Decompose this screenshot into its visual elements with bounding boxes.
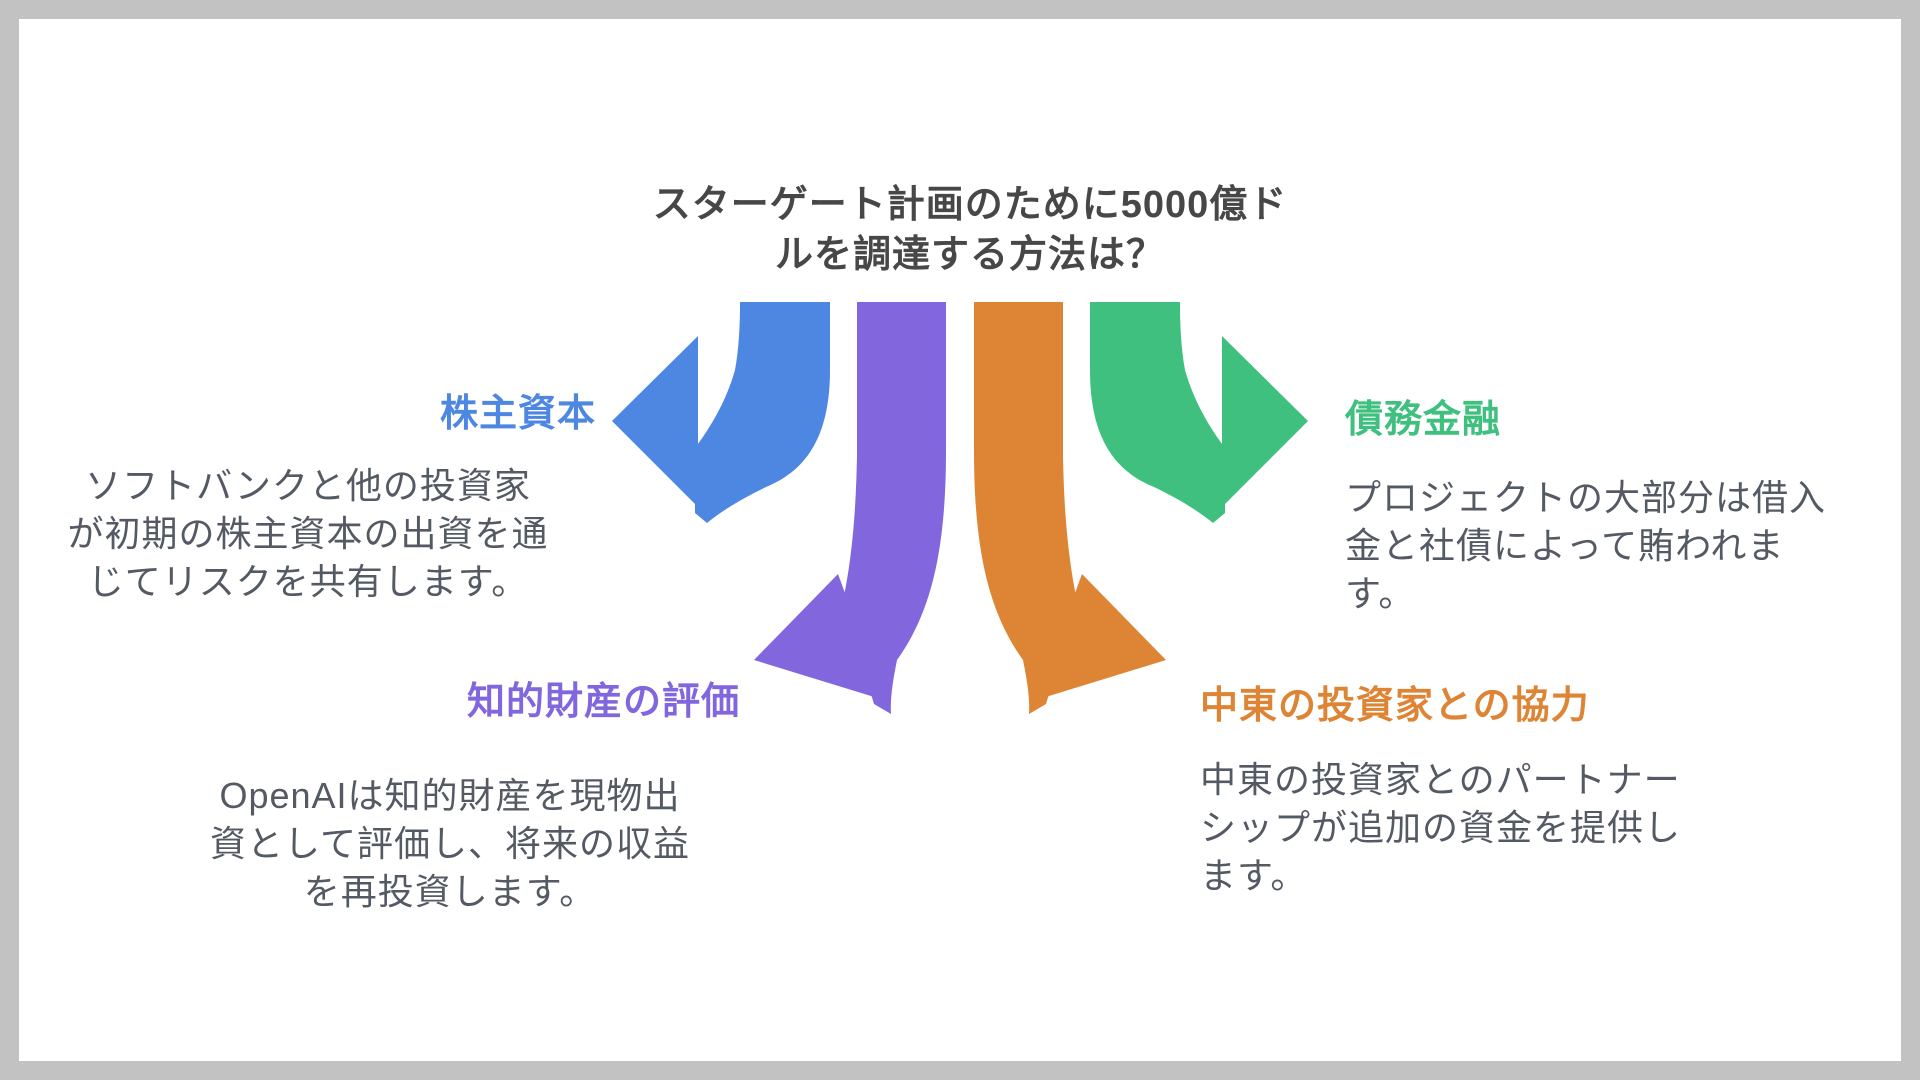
title-line-1: スターゲート計画のために5000億ド: [652, 184, 1288, 226]
body-line: す。: [1345, 573, 1416, 614]
body-line: 金と社債によって賄われま: [1345, 525, 1785, 566]
green-curved-arrow-icon: [1090, 302, 1308, 523]
section-body: OpenAIは知的財産を現物出 資として評価し、将来の収益 を再投資します。: [160, 772, 740, 916]
body-line: ます。: [1200, 855, 1308, 896]
body-line: 中東の投資家とのパートナー: [1200, 759, 1681, 800]
section-heading: 債務金融: [1345, 399, 1502, 441]
white-canvas: [19, 19, 1901, 1061]
body-line: シップが追加の資金を提供し: [1200, 807, 1682, 848]
body-line: 資として評価し、将来の収益: [210, 823, 690, 864]
section-heading: 中東の投資家との協力: [1200, 685, 1590, 727]
section-debt-finance: 債務金融 プロジェクトの大部分は借入 金と社債によって賄われま す。: [1345, 398, 1905, 618]
body-line: OpenAIは知的財産を現物出: [219, 775, 681, 816]
section-ip-valuation: 知的財産の評価 OpenAIは知的財産を現物出 資として評価し、将来の収益 を再…: [160, 680, 740, 916]
body-line: を再投資します。: [303, 871, 597, 912]
body-line: プロジェクトの大部分は借入: [1345, 477, 1827, 518]
section-shareholder-capital: 株主資本 ソフトバンクと他の投資家 が初期の株主資本の出資を通 じてリスクを共有…: [20, 392, 596, 606]
purple-curved-arrow-icon: [754, 302, 946, 714]
body-line: ソフトバンクと他の投資家: [85, 465, 531, 506]
section-body: ソフトバンクと他の投資家 が初期の株主資本の出資を通 じてリスクを共有します。: [20, 462, 596, 606]
section-heading: 知的財産の評価: [466, 681, 740, 723]
blue-curved-arrow-icon: [612, 302, 830, 523]
section-middle-east-investors: 中東の投資家との協力 中東の投資家とのパートナー シップが追加の資金を提供し ま…: [1200, 684, 1800, 900]
diagram-title: スターゲート計画のために5000億ド ルを調達する方法は？: [470, 180, 1470, 280]
orange-curved-arrow-icon: [974, 302, 1166, 714]
title-line-2: ルを調達する方法は？: [774, 234, 1165, 276]
body-line: が初期の株主資本の出資を通: [67, 513, 549, 554]
body-line: じてリスクを共有します。: [87, 561, 529, 602]
section-body: 中東の投資家とのパートナー シップが追加の資金を提供し ます。: [1200, 756, 1800, 900]
section-body: プロジェクトの大部分は借入 金と社債によって賄われま す。: [1345, 474, 1905, 618]
section-heading: 株主資本: [439, 393, 596, 435]
